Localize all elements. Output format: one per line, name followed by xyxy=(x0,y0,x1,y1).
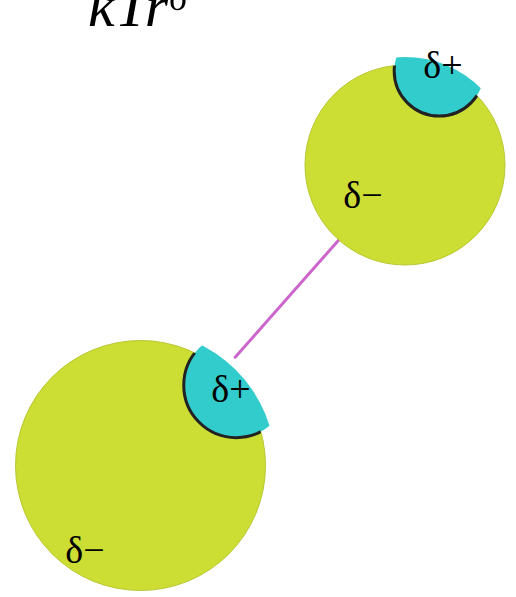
formula-fragment: kTr⁶ xyxy=(88,0,189,36)
dipole-attraction-line xyxy=(235,238,340,357)
molecule-sphere: δ+ δ− xyxy=(280,40,516,290)
sphere-shape xyxy=(280,40,516,290)
molecule-sphere: δ+ δ− xyxy=(0,309,297,597)
negative-charge-label: δ− xyxy=(65,531,104,569)
negative-charge-label: δ− xyxy=(343,176,382,214)
sphere-shape xyxy=(0,309,297,597)
positive-charge-label: δ+ xyxy=(211,370,250,408)
positive-charge-label: δ+ xyxy=(423,46,462,84)
